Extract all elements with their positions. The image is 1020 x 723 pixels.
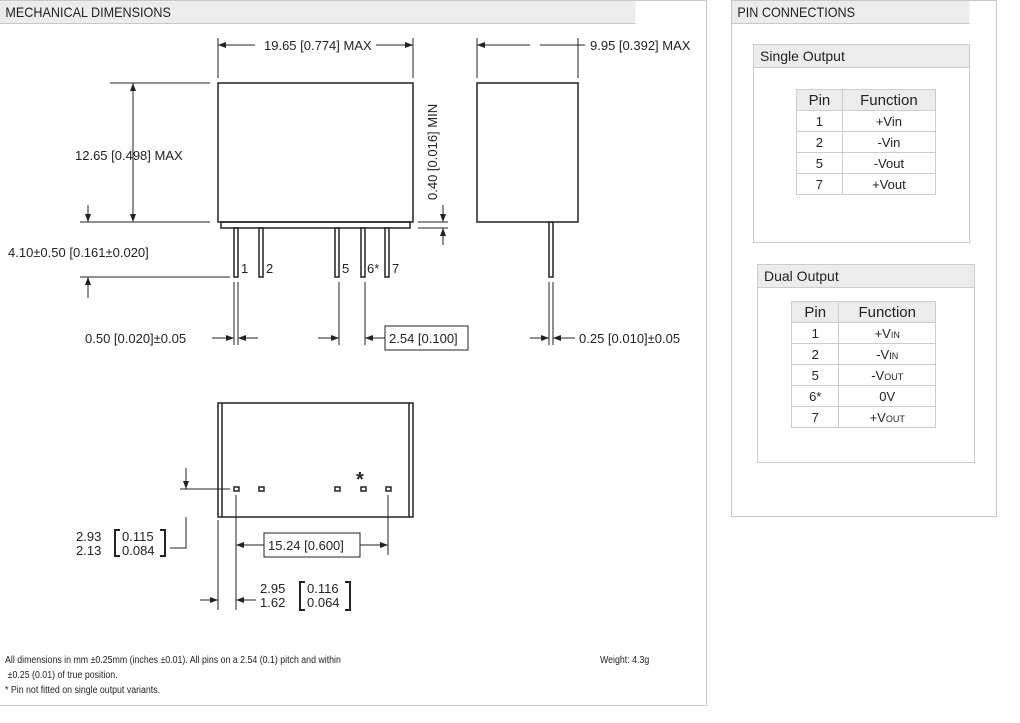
note-line: ±0.25 (0.01) of true position.	[7, 670, 118, 681]
bottom-view	[217, 402, 414, 518]
table-row: 5-VOUT	[790, 364, 936, 386]
pin: 6*	[790, 385, 840, 407]
offset-a-max-in: 0.115	[122, 529, 154, 544]
offset-b-max-in: 0.116	[307, 581, 339, 596]
asterisk-marker: *	[356, 469, 364, 491]
function: +Vin	[841, 110, 937, 132]
function-sub: IN	[889, 350, 899, 361]
span-dim: 15.24 [0.600]	[268, 538, 344, 553]
notes: All dimensions in mm ±0.25mm (inches ±0.…	[5, 653, 341, 698]
function-main: +V	[874, 325, 891, 341]
width-dim: 19.65 [0.774] MAX	[264, 38, 372, 53]
col-pin: Pin	[796, 89, 843, 111]
pin: 2	[790, 343, 840, 365]
table-row: 2-VIN	[790, 343, 936, 365]
pin-label: 7	[392, 261, 399, 276]
offset-b-min: 1.62	[260, 595, 285, 610]
function: +VIN	[838, 322, 936, 344]
height-dim: 12.65 [0.498] MAX	[75, 148, 183, 163]
pin: 5	[790, 364, 840, 386]
offset-b-max: 2.95	[260, 581, 285, 596]
function: +VOUT	[838, 406, 936, 428]
table-row: 1+Vin	[796, 110, 937, 132]
bottom-dimension-lines	[114, 468, 389, 611]
note-line: All dimensions in mm ±0.25mm (inches ±0.…	[5, 655, 341, 666]
offset-a-min: 2.13	[76, 543, 101, 558]
pin-length-dim: 4.10±0.50 [0.161±0.020]	[8, 245, 149, 260]
front-view	[217, 82, 414, 278]
function: 0V	[838, 385, 936, 407]
function-main: -V	[876, 346, 890, 362]
offset-a-max: 2.93	[76, 529, 101, 544]
function: -VIN	[838, 343, 936, 365]
function-sub: OUT	[885, 413, 905, 424]
dimension-lines	[80, 38, 585, 351]
col-function: Function	[841, 89, 937, 111]
function: -Vin	[841, 131, 937, 153]
standoff-dim: 0.40 [0.016] MIN	[425, 104, 440, 200]
table-row: 5-Vout	[796, 152, 937, 174]
table-row: 7+VOUT	[790, 406, 936, 428]
pin-label: 2	[266, 261, 273, 276]
section-title: MECHANICAL DIMENSIONS	[0, 1, 636, 24]
pin-label: 5	[342, 261, 349, 276]
pin: 7	[790, 406, 840, 428]
pin: 1	[796, 110, 843, 132]
col-pin: Pin	[790, 301, 840, 323]
table-row: 6* 0V	[790, 385, 936, 407]
function-sub: IN	[890, 329, 900, 340]
table-row: 2-Vin	[796, 131, 937, 153]
offset-a-min-in: 0.084	[122, 543, 155, 558]
single-output-title: Single Output	[754, 45, 969, 68]
col-function: Function	[838, 301, 936, 323]
note-line: * Pin not fitted on single output varian…	[5, 685, 161, 696]
side-view	[476, 82, 579, 278]
pin: 7	[796, 173, 843, 195]
function-main: 0V	[879, 388, 896, 404]
table-row: 1+VIN	[790, 322, 936, 344]
pin: 2	[796, 131, 843, 153]
pin: 1	[790, 322, 840, 344]
dual-output-title: Dual Output	[758, 265, 974, 288]
dimension-labels: 19.65 [0.774] MAX 9.95 [0.392] MAX 12.65…	[8, 38, 691, 610]
section-title: PIN CONNECTIONS	[732, 1, 970, 24]
pin: 5	[796, 152, 843, 174]
pin-thickness-dim: 0.25 [0.010]±0.05	[579, 331, 680, 346]
weight: Weight: 4.3g	[600, 655, 650, 666]
function-sub: OUT	[884, 371, 904, 382]
function-main: -V	[871, 367, 885, 383]
mechanical-dimensions-panel: MECHANICAL DIMENSIONS	[0, 0, 707, 706]
pin-label: 6*	[367, 261, 379, 276]
function-main: +V	[869, 409, 886, 425]
pin-width-dim: 0.50 [0.020]±0.05	[85, 331, 186, 346]
offset-b-min-in: 0.064	[307, 595, 340, 610]
function: +Vout	[841, 173, 937, 195]
pin-label: 1	[241, 261, 248, 276]
pitch-dim: 2.54 [0.100]	[389, 331, 458, 346]
function: -Vout	[841, 152, 937, 174]
function: -VOUT	[838, 364, 936, 386]
depth-dim: 9.95 [0.392] MAX	[590, 38, 691, 53]
table-row: 7+Vout	[796, 173, 937, 195]
